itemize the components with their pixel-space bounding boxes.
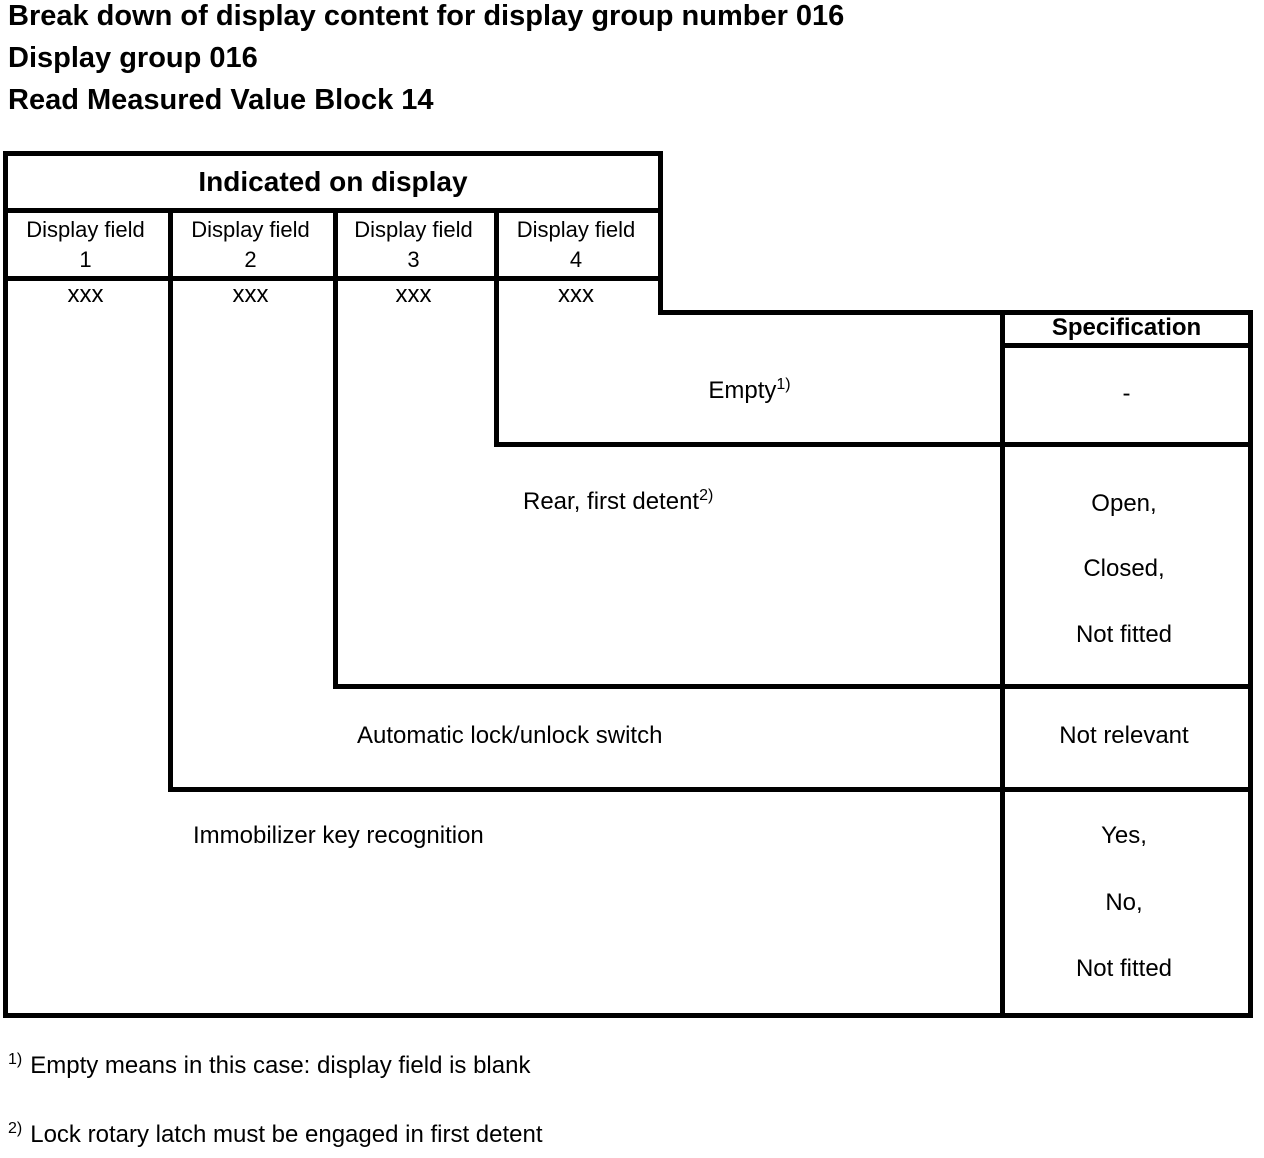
display-field-value-2: xxx bbox=[232, 281, 269, 308]
row-immobilizer-description: Immobilizer key recognition bbox=[193, 822, 484, 849]
specification-header: Specification bbox=[1051, 313, 1202, 341]
display-field-value-3: xxx bbox=[395, 281, 432, 308]
indicated-on-display-header: Indicated on display bbox=[198, 166, 468, 197]
footnote-2-text: Lock rotary latch must be engaged in fir… bbox=[30, 1121, 543, 1148]
column-header-field-2: Display field 2 bbox=[168, 213, 333, 276]
column-header-number: 1 bbox=[79, 246, 92, 272]
spec-rear-value-2: Closed, bbox=[1083, 555, 1165, 582]
footnote-1-text: Empty means in this case: display field … bbox=[30, 1052, 531, 1079]
display-field-value-1: xxx bbox=[67, 281, 104, 308]
column-header-number: 2 bbox=[244, 246, 257, 272]
line-col3-left bbox=[333, 208, 338, 689]
line-auto-row-bottom bbox=[168, 787, 1253, 792]
line-under-spec-header bbox=[1000, 343, 1253, 348]
line-table-top bbox=[3, 151, 663, 156]
spec-rear-value-3: Not fitted bbox=[1075, 621, 1173, 648]
column-header-field-4: Display field 4 bbox=[494, 213, 658, 276]
page-title-line-1: Break down of display content for displa… bbox=[8, 0, 845, 32]
row-empty-description: Empty1) bbox=[499, 366, 1000, 416]
column-header-label: Display field bbox=[354, 216, 473, 242]
line-empty-row-bottom bbox=[494, 442, 1253, 447]
spec-immobilizer-value-1: Yes, bbox=[1101, 822, 1147, 849]
row-description-text: Rear, first detent bbox=[523, 488, 700, 515]
spec-auto-lock-value: Not relevant bbox=[1059, 722, 1189, 749]
footnote-marker-2: 2) bbox=[699, 487, 714, 504]
footnote-marker-1: 1) bbox=[776, 376, 791, 393]
footnote-2: 2) Lock rotary latch must be engaged in f… bbox=[8, 1121, 543, 1149]
spec-immobilizer-value-3: Not fitted bbox=[1075, 955, 1173, 982]
page-title-line-3: Read Measured Value Block 14 bbox=[8, 84, 434, 116]
column-header-label: Display field bbox=[516, 216, 636, 242]
column-header-label: Display field bbox=[26, 216, 145, 242]
line-spec-right bbox=[1248, 310, 1253, 1018]
column-header-number: 3 bbox=[407, 246, 420, 272]
spec-empty-value: - bbox=[1122, 380, 1131, 407]
column-header-field-1: Display field 1 bbox=[3, 213, 168, 276]
row-rear-description: Rear, first detent2) bbox=[523, 488, 713, 516]
line-spec-left bbox=[1000, 310, 1005, 1018]
row-description-text: Empty bbox=[708, 377, 777, 404]
line-spec-top bbox=[658, 310, 1253, 315]
column-header-number: 4 bbox=[569, 246, 583, 272]
line-rear-row-bottom bbox=[333, 684, 1253, 689]
spec-immobilizer-value-2: No, bbox=[1105, 889, 1143, 916]
line-table-bottom bbox=[3, 1013, 1253, 1018]
line-col2-left bbox=[168, 208, 173, 792]
footnote-1-marker: 1) bbox=[8, 1051, 23, 1068]
line-left-border bbox=[3, 151, 8, 1018]
line-col4-left bbox=[494, 208, 499, 447]
row-auto-lock-description: Automatic lock/unlock switch bbox=[357, 722, 663, 749]
footnote-1: 1) Empty means in this case: display fiel… bbox=[8, 1052, 530, 1080]
column-header-field-3: Display field 3 bbox=[333, 213, 494, 276]
spec-rear-value-1: Open, bbox=[1091, 490, 1157, 517]
footnote-2-marker: 2) bbox=[8, 1120, 23, 1137]
line-top-table-right bbox=[658, 151, 663, 315]
page-title-line-2: Display group 016 bbox=[8, 42, 258, 74]
column-header-label: Display field bbox=[191, 216, 310, 242]
display-field-value-4: xxx bbox=[558, 281, 594, 308]
